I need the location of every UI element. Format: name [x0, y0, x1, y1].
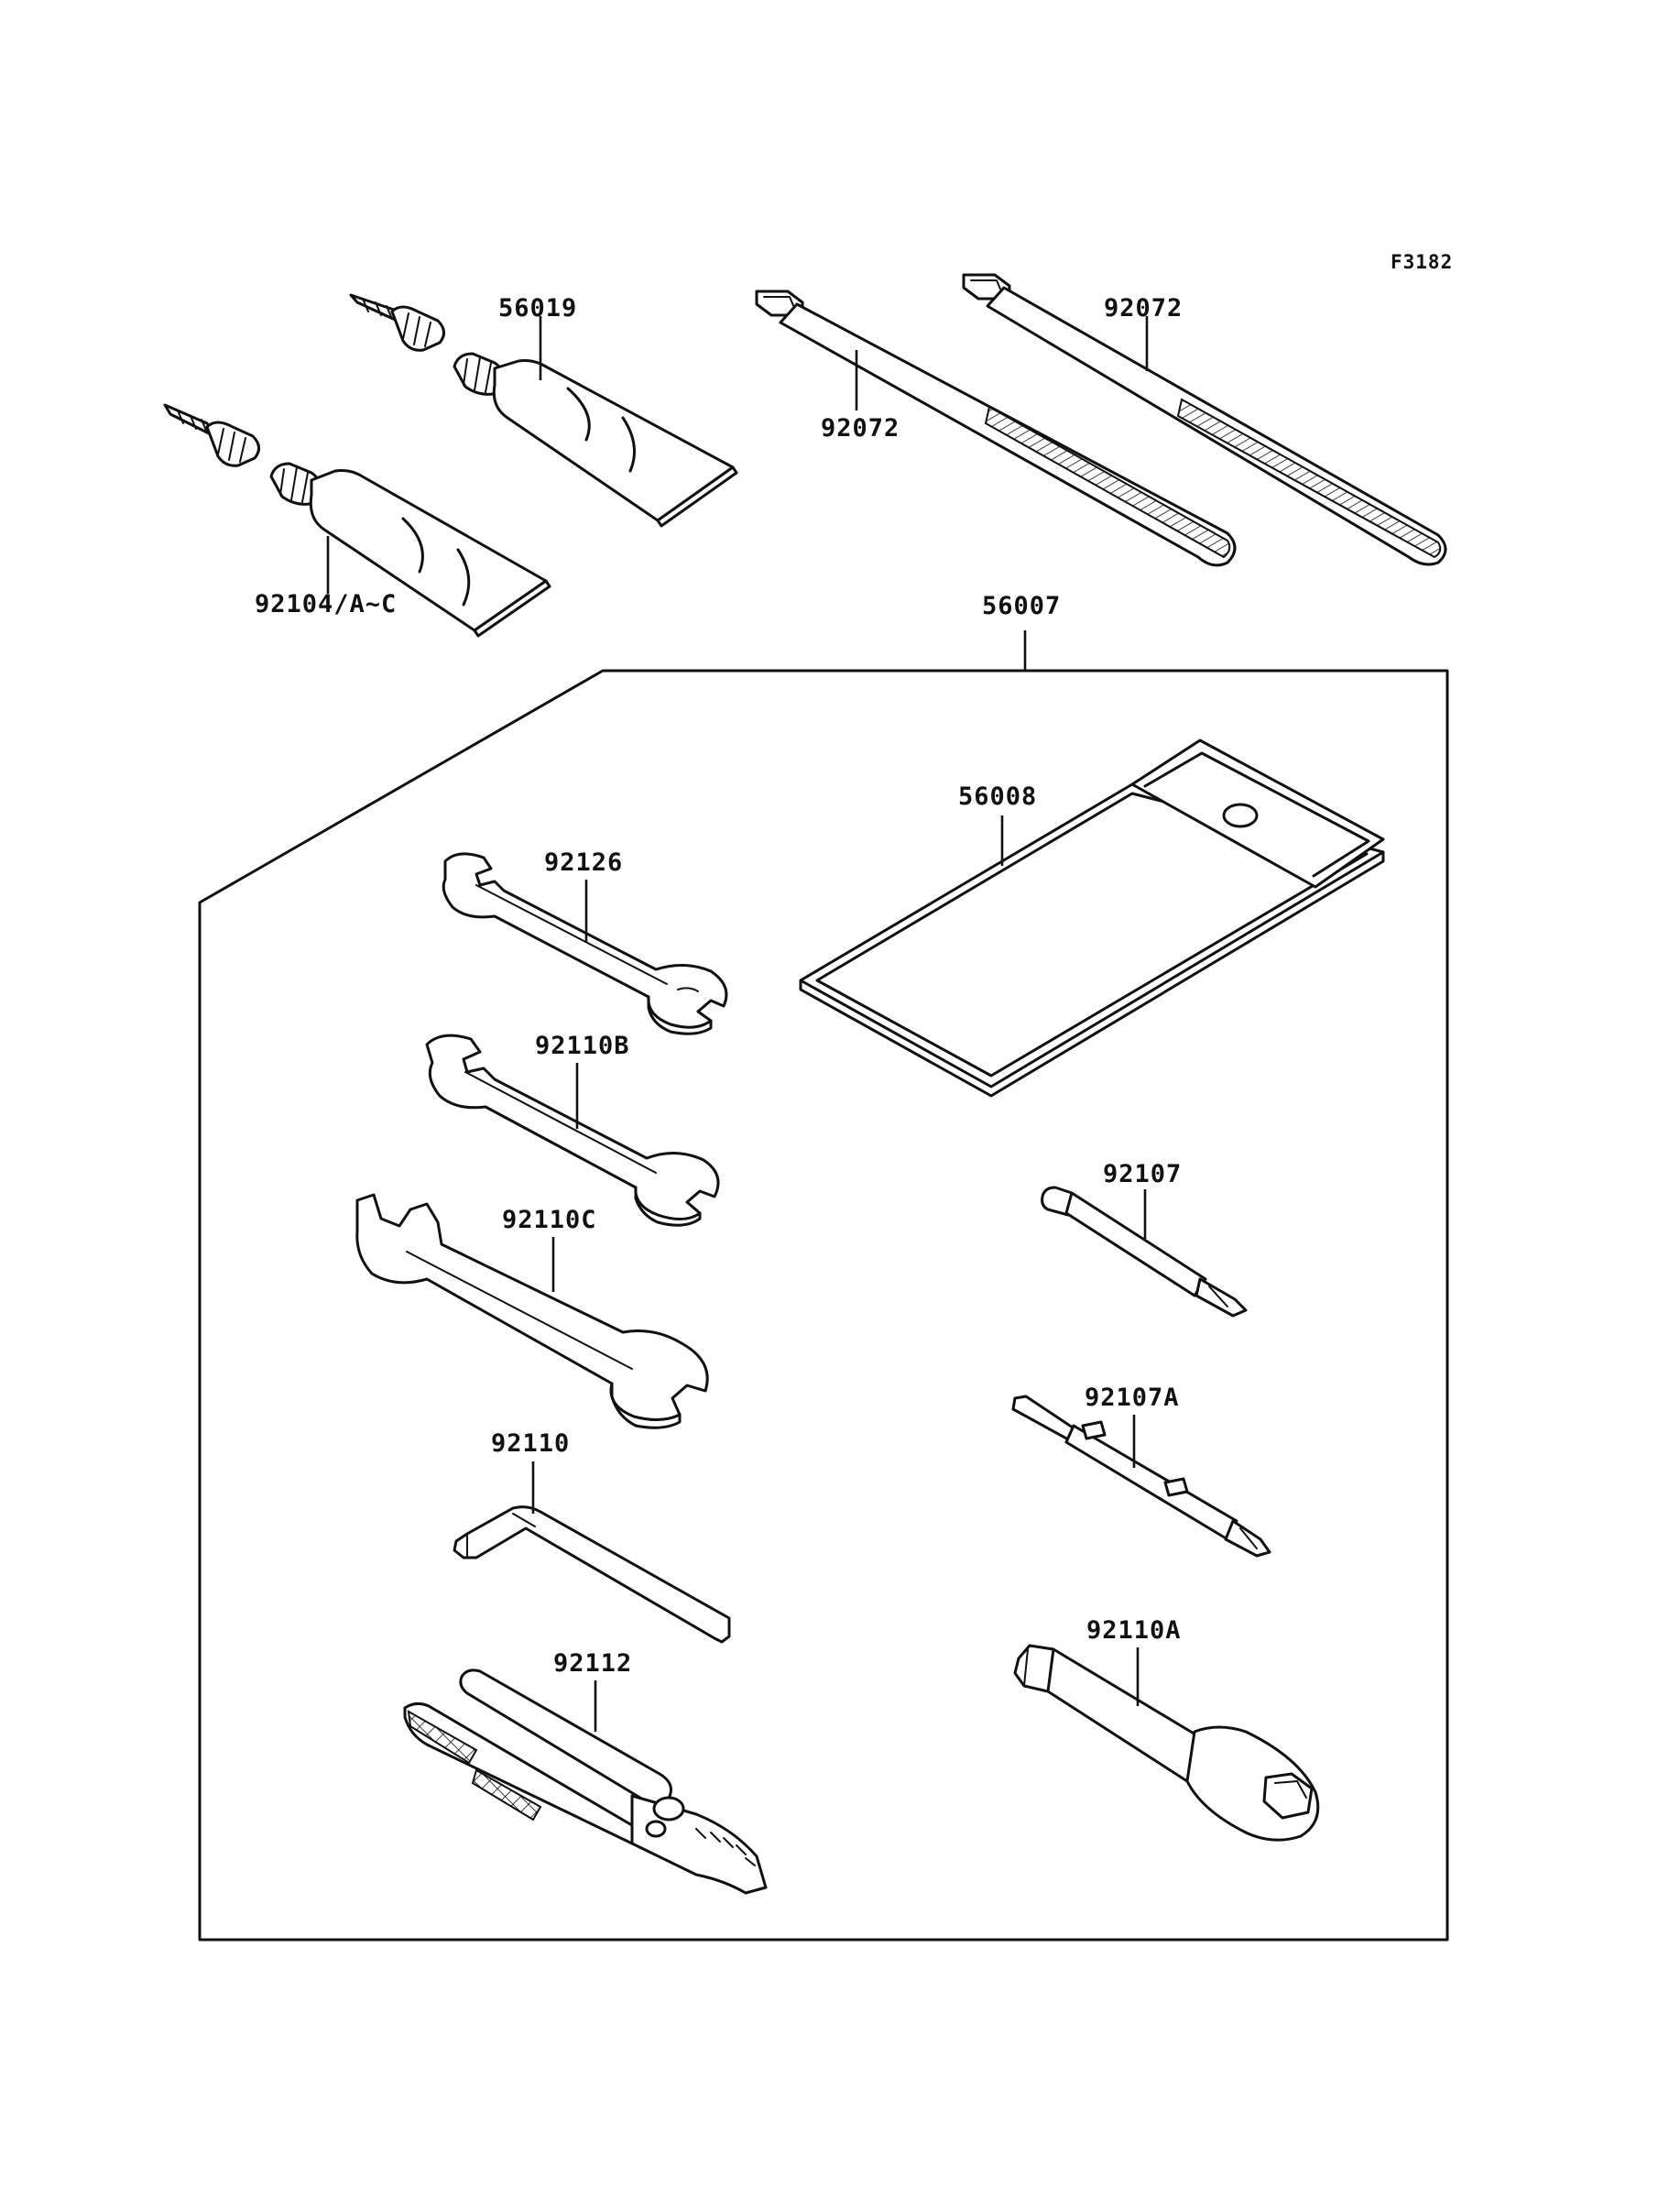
tie-right-illustration [962, 273, 1447, 566]
wrench-medium-illustration [425, 1034, 720, 1227]
wrench-small-illustration [442, 852, 728, 1035]
plug-wrench-illustration [1013, 1644, 1320, 1842]
label-92072-left: 92072 [821, 414, 900, 443]
label-92112: 92112 [553, 1649, 632, 1678]
label-92126: 92126 [544, 848, 623, 877]
wrench-large-illustration [355, 1193, 709, 1429]
label-92110c: 92110C [502, 1206, 597, 1234]
screwdriver-bit-illustration [1041, 1186, 1248, 1318]
screwdriver-bit-a-illustration [1011, 1395, 1271, 1558]
label-92107: 92107 [1103, 1160, 1182, 1188]
label-92107a: 92107A [1085, 1384, 1180, 1412]
label-56008: 56008 [958, 782, 1037, 811]
label-56019: 56019 [498, 294, 577, 323]
label-92110a: 92110A [1086, 1616, 1182, 1645]
label-92104: 92104/A~C [255, 590, 397, 618]
label-92072-right: 92072 [1104, 294, 1183, 323]
label-92110b: 92110B [535, 1032, 630, 1060]
tool-bag-illustration [799, 738, 1385, 1098]
figure-code: F3182 [1391, 251, 1453, 273]
pliers-illustration [403, 1668, 768, 1895]
label-92110: 92110 [491, 1429, 570, 1458]
tube-large-illustration [163, 403, 551, 638]
tie-left-illustration [755, 290, 1237, 567]
hex-key-illustration [453, 1505, 731, 1644]
tool-kit-boundary [198, 669, 1449, 1942]
label-56007: 56007 [982, 592, 1061, 620]
tube-small-illustration [349, 293, 738, 528]
